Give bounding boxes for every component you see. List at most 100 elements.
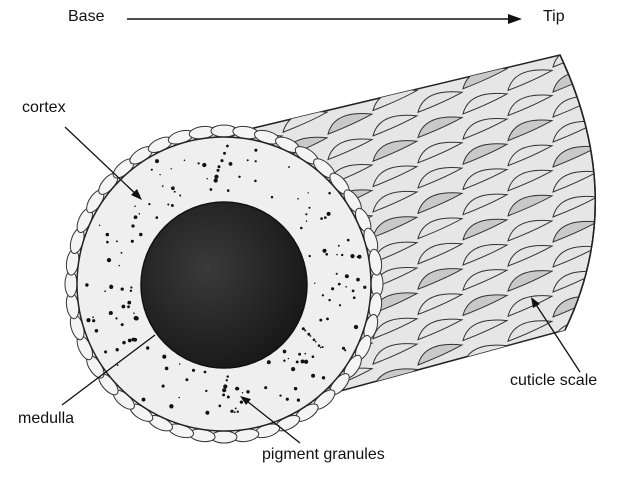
pigment-granule-dot [223,384,227,388]
pigment-granule-dot [336,273,338,275]
pigment-granule-dot [304,353,306,355]
pigment-granule-dot [131,338,135,342]
pigment-granule-dot [115,317,117,319]
pigment-granule-dot [238,176,240,178]
pigment-granule-dot [104,290,106,292]
pigment-granule-dot [271,196,273,198]
pigment-granule-dot [109,285,112,288]
pigment-granule-dot [235,407,237,409]
pigment-granule-dot [117,364,119,366]
pigment-granule-dot [122,341,126,345]
pigment-granule-dot [297,198,299,200]
pigment-granule-dot [363,286,366,289]
pigment-granule-dot [291,367,295,371]
pigment-granule-dot [313,338,316,341]
pigment-granule-dot [229,162,233,166]
pigment-granule-dot [104,350,107,353]
pigment-granule-dot [336,254,338,256]
pigment-granule-dot [227,396,230,399]
pigment-granule-dot [159,174,160,175]
pigment-granule-dot [264,386,267,389]
pigment-granule-dot [306,220,307,221]
pigment-granule-dot [237,387,240,390]
pigment-granule-dot [309,255,311,257]
pigment-granule-dot [338,245,340,247]
pigment-granule-dot [222,388,226,392]
pigment-granule-dot [354,325,358,329]
pigment-granule-dot [288,358,289,359]
pigment-granule-dot [326,318,329,321]
pigment-granule-dot [134,316,138,320]
pigment-granule-dot [328,299,330,301]
pigment-granule-dot [146,346,149,349]
pigment-granule-dot [138,213,140,215]
pigment-granule-dot [344,349,346,351]
pigment-granule-dot [300,227,303,230]
pigment-granules-label: pigment granules [262,447,385,463]
pigment-granule-dot [131,224,134,227]
pigment-granule-dot [322,346,324,348]
medulla-label: medulla [18,411,74,427]
pigment-granule-dot [339,304,341,306]
pigment-granule-dot [92,319,95,322]
pigment-granule-dot [165,367,169,371]
pigment-granule-dot [353,296,356,299]
pigment-granule-dot [206,178,207,179]
pigment-granule-dot [192,369,195,372]
pigment-granule-dot [234,411,236,413]
pigment-granule-dot [85,283,88,286]
pigment-granule-dot [345,286,347,288]
pigment-granule-dot [155,159,159,163]
pigment-granule-dot [86,318,90,322]
cuticle-scale-label: cuticle scale [510,373,597,389]
pigment-granule-dot [130,286,132,288]
medulla-core [141,202,307,368]
pigment-granule-dot [294,387,298,391]
pigment-granule-dot [347,239,350,242]
pigment-granule-dot [226,145,229,148]
cuticle-scale-shape [553,46,597,67]
pigment-granule-dot [179,363,181,365]
pigment-granule-dot [288,166,290,168]
pigment-granule-dot [279,394,281,396]
pigment-granule-dot [220,159,223,162]
pigment-granule-dot [315,341,317,343]
pigment-granule-dot [308,207,310,209]
pigment-granule-dot [106,233,109,236]
pigment-granule-dot [356,278,360,282]
pigment-granule-dot [242,392,244,394]
pigment-granule-dot [174,191,176,193]
pigment-granule-dot [179,195,181,197]
pigment-granule-dot [240,400,243,403]
pigment-granule-dot [237,411,239,413]
pigment-granule-dot [246,390,249,393]
pigment-granule-dot [167,203,169,205]
pigment-granule-dot [127,305,130,308]
pigment-granule-dot [297,398,300,401]
pigment-granule-dot [347,276,349,278]
pigment-granule-dot [267,360,271,364]
pigment-granule-dot [331,287,334,290]
pigment-granule-dot [162,185,164,187]
pigment-granule-dot [134,215,138,219]
pigment-granule-dot [325,253,328,256]
pigment-granule-dot [205,411,209,415]
pigment-granule-dot [205,390,207,392]
pigment-granule-dot [296,360,299,363]
pigment-granule-dot [324,216,327,219]
pigment-granule-dot [95,329,99,333]
pigment-granule-dot [320,217,323,220]
pigment-granule-dot [298,353,301,356]
pigment-granule-dot [218,405,221,408]
pigment-granule-dot [226,379,228,381]
pigment-granule-dot [255,160,257,162]
pigment-granule-dot [216,169,219,172]
pigment-granule-dot [109,311,113,315]
cortex-label: cortex [22,100,66,116]
pigment-granule-dot [254,180,257,183]
pigment-granule-dot [107,258,111,262]
base-label: Base [68,9,104,25]
pigment-granule-dot [223,152,226,155]
pigment-granule-dot [311,374,315,378]
